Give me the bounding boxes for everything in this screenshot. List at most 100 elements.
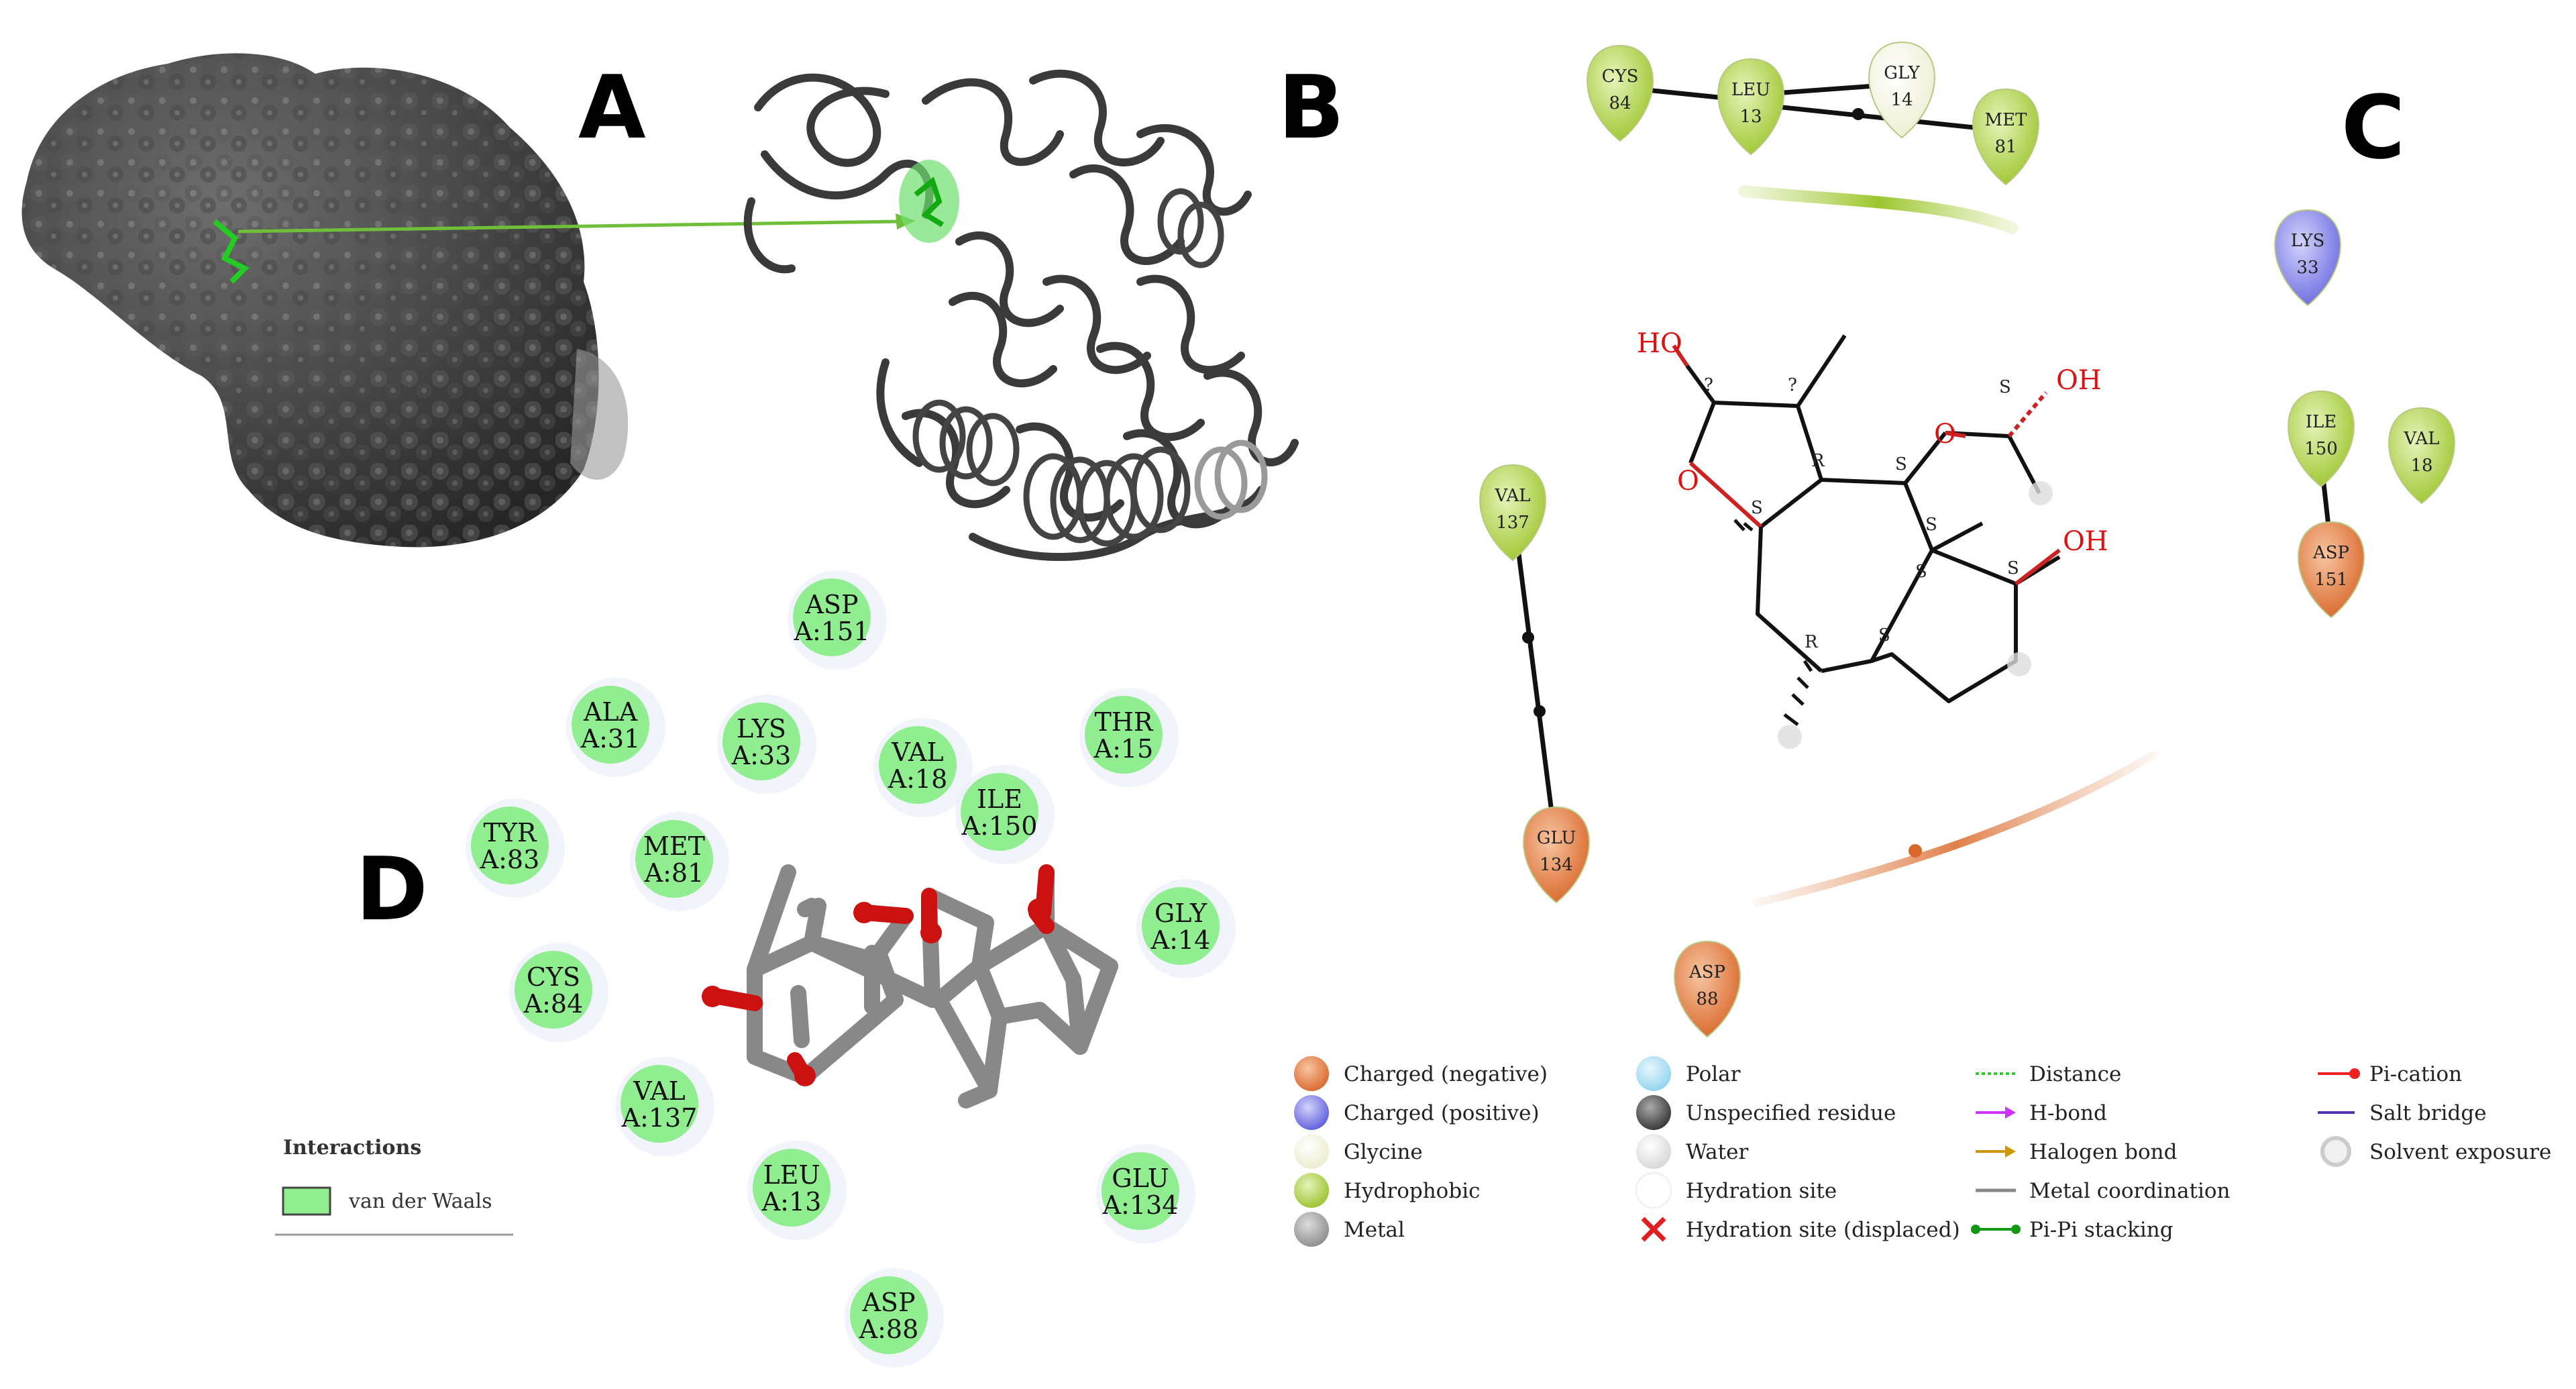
residue-code: CYS [1602,66,1639,87]
legend-item-pi-pi-stacking: Pi-Pi stacking [1971,1218,2174,1242]
residue-code: ASP [1688,962,1725,982]
panel-b-helix-coils [912,188,1268,547]
residue-number: 13 [1739,107,1762,127]
legend-label: Hydration site (displaced) [1686,1218,1960,1242]
residue-number: 88 [1696,989,1718,1009]
panel-c-residue-val-137: VAL 137 [1479,464,1546,562]
residue-code: LYS [737,714,786,743]
residue-code: VAL [2403,429,2439,449]
legend-swatch [1636,1134,1671,1169]
residue-drop-shape [1523,806,1590,904]
residue-code: ILE [2306,412,2337,432]
legend-swatch [1294,1095,1329,1130]
residue-chain: A:13 [761,1187,822,1217]
residue-chain: A:33 [731,741,792,770]
svg-text:S: S [1878,625,1890,646]
residue-code: LEU [1731,80,1770,100]
legend-item-charged-positive-: Charged (positive) [1294,1095,1540,1130]
residue-chain: A:18 [888,764,948,794]
legend-label: Charged (negative) [1344,1062,1548,1086]
panel-c-orange-arc [1754,751,2157,907]
panel-c-residue-leu-13: LEU 13 [1717,58,1784,156]
svg-text:S: S [1751,498,1763,518]
residue-drop-shape [2388,407,2455,505]
panel-a-surface [21,53,629,548]
residue-number: 81 [1994,137,2017,157]
panel-letter-a: A [578,56,646,158]
ligand-oh-right: OH [2063,526,2108,557]
legend-label: Solvent exposure [2369,1140,2551,1164]
residue-number: 14 [1890,90,1913,110]
legend-item-hydration-site-displaced-: Hydration site (displaced) [1641,1217,1960,1242]
panel-c-residue-asp-88: ASP 88 [1674,940,1741,1038]
residue-chain: A:15 [1093,734,1154,764]
residue-drop-shape [1587,44,1654,142]
residue-code: ASP [861,1288,915,1317]
panel-c-ligand-hetero [1672,344,2061,586]
legend-label: Hydration site [1686,1179,1837,1203]
residue-drop-shape [1674,940,1741,1038]
panel-c-solvent-2 [2007,652,2031,676]
legend-item-unspecified-residue: Unspecified residue [1636,1095,1896,1130]
residue-chain: A:14 [1150,925,1211,955]
residue-chain: A:31 [580,724,641,754]
residue-chain: A:83 [480,845,540,874]
legend-item-halogen-bond: Halogen bond [1976,1140,2177,1164]
residue-circle [850,1276,928,1354]
panel-c-solvent-1 [2029,481,2053,505]
residue-code: VAL [633,1076,686,1106]
legend-item-hydration-site: Hydration site [1635,1172,1837,1209]
svg-text:S: S [1895,454,1907,474]
residue-circle [753,1149,830,1227]
main-legend: Charged (negative) Charged (positive) Glyc… [1294,1056,2551,1247]
residue-drop-shape [1479,464,1546,562]
panel-d-legend: Interactions van der Waals [275,1136,513,1236]
residue-code: ILE [977,784,1022,814]
legend-swatch [1294,1134,1329,1169]
legend-swatch [1294,1056,1329,1091]
legend-item-pi-cation: Pi-cation [2318,1062,2462,1086]
legend-item-polar: Polar [1636,1056,1741,1091]
residue-chain: A:151 [794,617,870,646]
panel-c-pi-beads [1522,108,1864,717]
svg-text:S: S [1999,377,2011,397]
legend-label: Metal [1344,1218,1405,1242]
residue-drop-shape [2274,209,2341,307]
legend-label: Pi-cation [2369,1062,2462,1086]
residue-code: ALA [583,697,638,727]
legend-bead [2011,1225,2021,1234]
residue-number: 137 [1496,513,1529,533]
legend-label: Hydrophobic [1344,1179,1480,1203]
panel-c-contacts [1510,81,2334,850]
residue-chain: A:137 [621,1103,698,1133]
legend-swatch [1294,1173,1329,1208]
legend-item-solvent-exposure: Solvent exposure [2320,1136,2551,1167]
residue-number: 150 [2304,439,2338,459]
residue-code: GLU [1537,828,1576,848]
arrow-a-to-b [237,219,900,234]
residue-number: 18 [2410,456,2432,476]
residue-drop-shape [2288,390,2355,488]
residue-circle [879,726,957,804]
panel-letter-b: B [1278,56,1344,158]
legend-label: Distance [2029,1062,2121,1086]
panel-letter-d: D [356,838,428,940]
legend-item-charged-negative-: Charged (negative) [1294,1056,1548,1091]
residue-circle [722,703,800,780]
svg-text:R: R [1811,451,1825,471]
residue-code: VAL [1494,486,1530,506]
legend-label: Halogen bond [2029,1140,2177,1164]
legend-item-distance: Distance [1976,1062,2121,1086]
legend-item-hydrophobic: Hydrophobic [1294,1173,1480,1208]
svg-text:?: ? [1704,375,1713,395]
panel-c-solvent-3 [1778,725,1802,749]
ligand-oh-top: OH [2056,365,2102,396]
legend-label: Glycine [1344,1140,1423,1164]
